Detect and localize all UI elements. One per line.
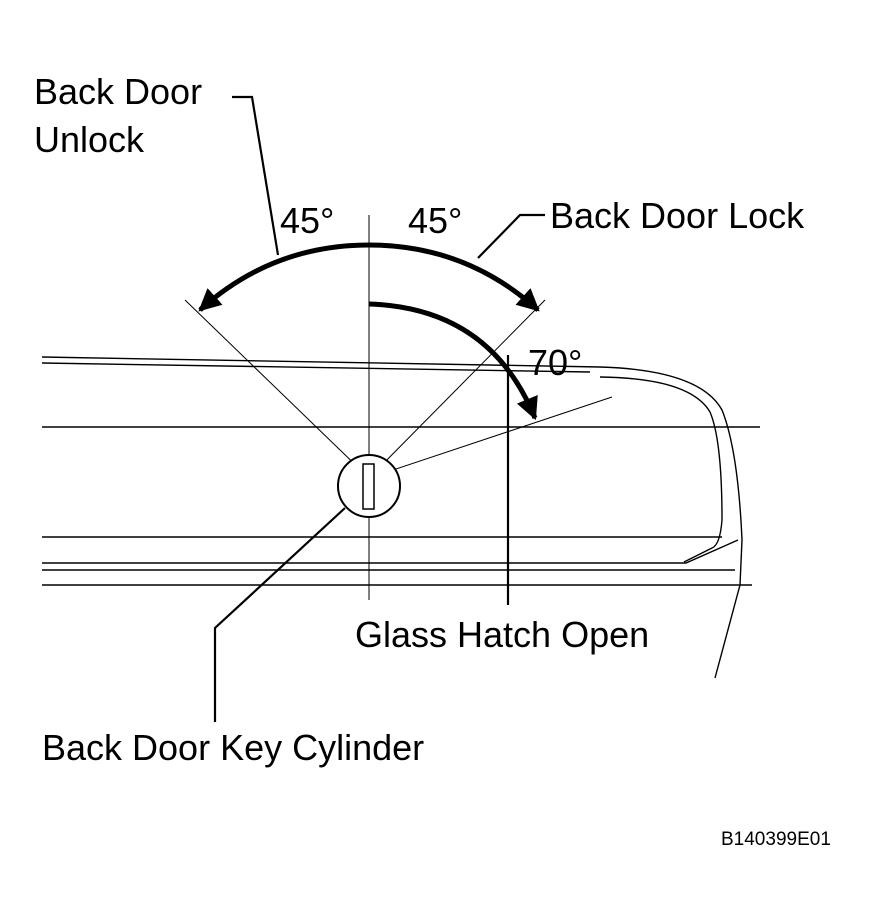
lock-arrow xyxy=(368,242,540,312)
angle-right-label: 45° xyxy=(408,200,462,241)
door-lower-line-2 xyxy=(42,539,739,564)
unlock-leader xyxy=(232,95,280,256)
door-top-edge-outer xyxy=(41,356,743,586)
hatch-70-line xyxy=(368,396,613,479)
key-cylinder-label: Back Door Key Cylinder xyxy=(42,727,424,768)
door-garnish-right xyxy=(599,376,723,563)
unlock-label-line1: Back Door xyxy=(34,71,202,112)
unlock-arrow xyxy=(198,242,370,312)
leader-lines xyxy=(213,95,545,722)
key-cylinder-leader xyxy=(213,507,346,722)
key-slot xyxy=(362,463,375,510)
back-door-outline xyxy=(41,356,760,679)
door-side-edge xyxy=(714,584,741,679)
angle-left-label: 45° xyxy=(280,200,334,241)
left-45-line xyxy=(184,299,370,479)
glass-hatch-label: Glass Hatch Open xyxy=(355,614,649,655)
figure-code: B140399E01 xyxy=(721,829,831,850)
reference-lines xyxy=(184,215,613,600)
door-top-edge-inner xyxy=(41,362,591,373)
glass-hatch-arrow xyxy=(368,301,538,421)
lock-label: Back Door Lock xyxy=(550,195,805,236)
unlock-label-line2: Unlock xyxy=(34,119,145,160)
right-45-line xyxy=(368,299,546,479)
rotation-arrows xyxy=(198,242,540,421)
angle-hatch-label: 70° xyxy=(528,342,582,383)
key-cylinder xyxy=(337,454,401,518)
lock-leader xyxy=(477,213,545,259)
